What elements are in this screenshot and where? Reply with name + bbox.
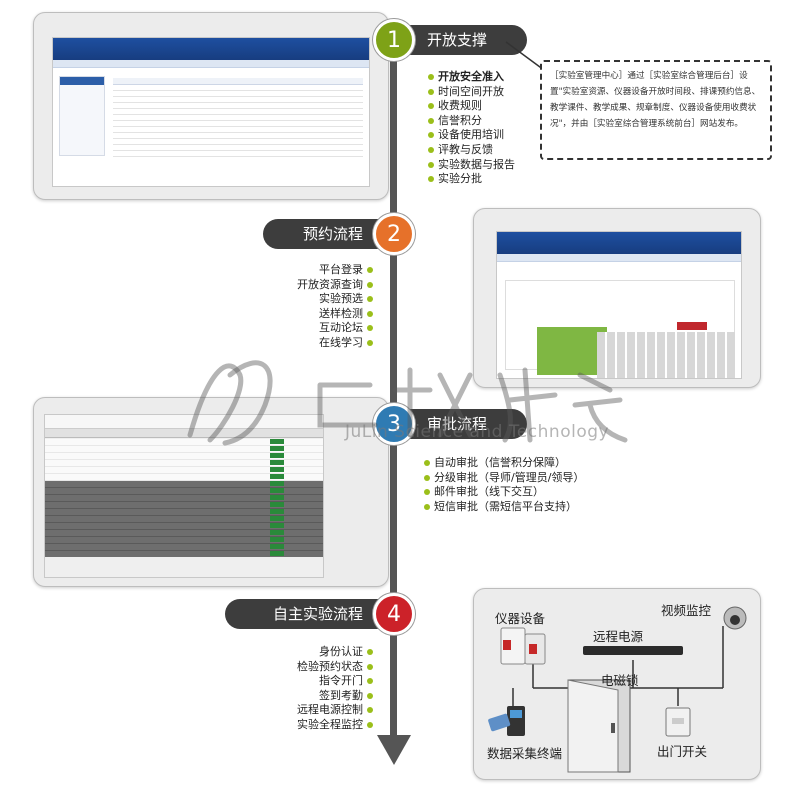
stage-2-title: 预约流程 <box>263 219 393 249</box>
stage-3-number: 3 <box>373 403 415 445</box>
stage-4-item: 身份认证 <box>297 645 373 660</box>
calendar-booked-slots <box>677 322 707 330</box>
calendar-nav <box>497 254 741 262</box>
timeline-arrow-head <box>377 735 411 765</box>
stage-2-item: 实验预选 <box>297 292 373 307</box>
portal-table <box>113 78 363 170</box>
stage-3-items: 自动审批（信誉积分保障） 分级审批（导师/管理员/领导） 邮件审批（线下交互） … <box>424 456 584 514</box>
note-connector <box>505 41 545 71</box>
stage-2-item: 开放资源查询 <box>297 278 373 293</box>
screenshot-panel-portal <box>33 12 389 200</box>
stage-4-item: 指令开门 <box>297 674 373 689</box>
stage-1-title: 开放支撑 <box>397 25 527 55</box>
stage-3-item: 分级审批（导师/管理员/领导） <box>424 471 584 486</box>
stage-2-item: 在线学习 <box>297 336 373 351</box>
screenshot-panel-calendar <box>473 208 761 388</box>
stage-4-title: 自主实验流程 <box>225 599 393 629</box>
stage-1-item: 实验分批 <box>428 172 515 187</box>
stage-2-items: 平台登录 开放资源查询 实验预选 送样检测 互动论坛 在线学习 <box>297 263 373 351</box>
label-terminal: 数据采集终端 <box>487 746 563 761</box>
stage-2-item: 互动论坛 <box>297 321 373 336</box>
stage-4-items: 身份认证 检验预约状态 指令开门 签到考勤 远程电源控制 实验全程监控 <box>297 645 373 733</box>
label-instrument: 仪器设备 <box>495 611 546 626</box>
management-note: ［实验室管理中心］通过［实验室综合管理后台］设置"实验室资源、仪器设备开放时间段… <box>540 60 772 160</box>
stage-4-item: 检验预约状态 <box>297 660 373 675</box>
portal-header <box>53 38 369 60</box>
calendar-screenshot <box>496 231 742 379</box>
approval-status-column <box>270 439 284 557</box>
label-lock: 电磁锁 <box>601 673 639 688</box>
portal-nav <box>53 60 369 68</box>
power-strip-icon <box>583 646 683 655</box>
stage-4-number: 4 <box>373 593 415 635</box>
stage-1-item: 时间空间开放 <box>428 85 515 100</box>
approval-screenshot <box>44 414 324 578</box>
stage-3-title: 审批流程 <box>397 409 527 439</box>
stage-1-item: 收费规则 <box>428 99 515 114</box>
stage-1-item: 开放安全准入 <box>428 70 515 85</box>
calendar-header <box>497 232 741 254</box>
calendar-slot-grid <box>597 332 737 378</box>
stage-2-item: 平台登录 <box>297 263 373 278</box>
portal-screenshot <box>52 37 370 187</box>
stage-4-item: 实验全程监控 <box>297 718 373 733</box>
screenshot-panel-approval <box>33 397 389 587</box>
stage-4-item: 签到考勤 <box>297 689 373 704</box>
stage-1-item: 信誉积分 <box>428 114 515 129</box>
stage-3-item: 邮件审批（线下交互） <box>424 485 584 500</box>
stage-3-item: 短信审批（需短信平台支持） <box>424 500 584 515</box>
stage-2-item: 送样检测 <box>297 307 373 322</box>
watermark-text: JuLin Science and Technology <box>345 422 610 442</box>
stage-1-item: 设备使用培训 <box>428 128 515 143</box>
portal-sidebar <box>59 76 105 156</box>
label-remote-power: 远程电源 <box>593 629 644 644</box>
stage-1-item: 实验数据与报告 <box>428 158 515 173</box>
stage-1-item: 评教与反馈 <box>428 143 515 158</box>
stage-1-number: 1 <box>373 19 415 61</box>
hardware-diagram <box>488 606 747 773</box>
calendar-green-block <box>537 327 607 375</box>
stage-1-items: 开放安全准入 时间空间开放 收费规则 信誉积分 设备使用培训 评教与反馈 实验数… <box>428 70 515 187</box>
label-camera: 视频监控 <box>661 603 712 618</box>
label-exit-switch: 出门开关 <box>657 744 708 759</box>
stage-4-item: 远程电源控制 <box>297 703 373 718</box>
stage-2-number: 2 <box>373 213 415 255</box>
id-card-icon <box>488 713 511 732</box>
timeline-spine <box>390 30 397 745</box>
stage-3-item: 自动审批（信誉积分保障） <box>424 456 584 471</box>
